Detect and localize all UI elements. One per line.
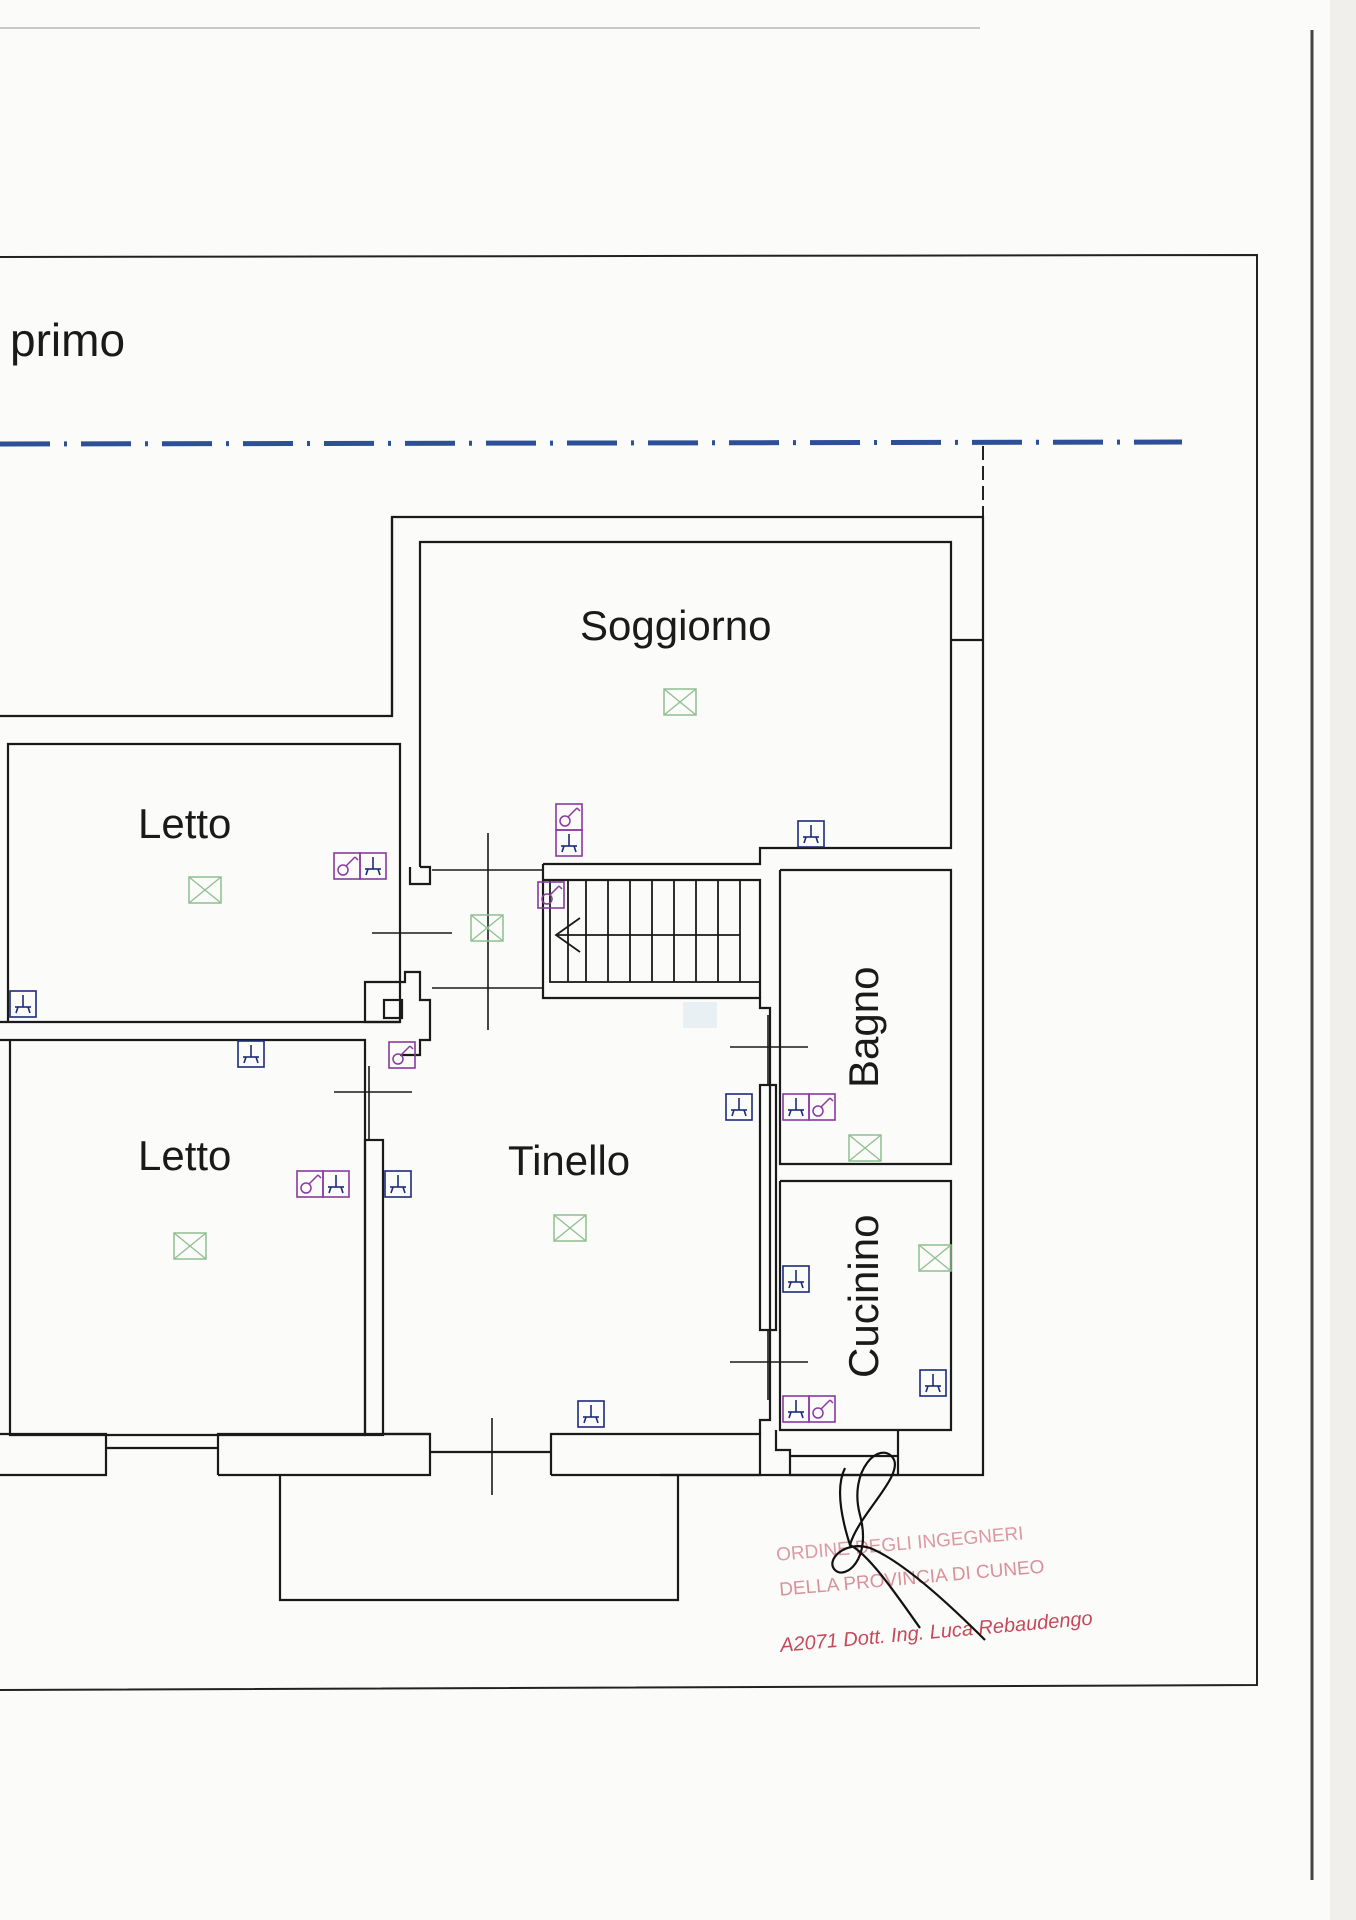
room-label-tinello: Tinello <box>508 1137 630 1184</box>
boundary-axis <box>0 439 1183 447</box>
ceiling-light-icon <box>663 688 697 716</box>
switch-icon <box>537 881 565 909</box>
ceiling-light-icon <box>553 1214 587 1242</box>
socket-icon <box>555 829 583 857</box>
socket-icon <box>322 1170 350 1198</box>
socket-icon <box>9 990 37 1018</box>
switch-icon <box>808 1093 836 1121</box>
stairs <box>549 879 761 983</box>
switch-icon <box>333 852 361 880</box>
scan-right-shadow <box>1330 0 1356 1920</box>
door-marks <box>334 833 808 1495</box>
walls <box>0 515 985 1602</box>
socket-icon <box>797 820 825 848</box>
room-label-cucinino: Cucinino <box>840 1215 887 1378</box>
drawing-frame <box>0 253 1258 1691</box>
ceiling-light-icon <box>683 1002 717 1028</box>
stairs-arrow-icon <box>554 917 581 953</box>
stamp-line-1: ORDINE DEGLI INGEGNERI <box>775 1523 1024 1566</box>
ceiling-light-icon <box>173 1232 207 1260</box>
socket-icon <box>725 1093 753 1121</box>
ceiling-light-icon <box>470 914 504 942</box>
socket-icon <box>782 1265 810 1293</box>
ceiling-light-icon <box>918 1244 952 1272</box>
switch-icon <box>296 1170 324 1198</box>
signature <box>831 1451 986 1641</box>
stamp-line-3: A2071 Dott. Ing. Luca Rebaudengo <box>778 1608 1093 1657</box>
socket-icon <box>237 1040 265 1068</box>
stamp-line-2: DELLA PROVINCIA DI CUNEO <box>778 1557 1045 1601</box>
switch-icon <box>808 1395 836 1423</box>
room-label-bagno: Bagno <box>840 967 887 1088</box>
socket-icon <box>782 1093 810 1121</box>
room-label-letto-lower: Letto <box>138 1132 231 1179</box>
ceiling-lights <box>173 688 952 1272</box>
room-label-letto-upper: Letto <box>138 800 231 847</box>
socket-icon <box>384 1170 412 1198</box>
switch-icon <box>555 803 583 831</box>
electrical-devices <box>9 803 947 1428</box>
socket-icon <box>919 1369 947 1397</box>
ceiling-light-icon <box>188 876 222 904</box>
socket-icon <box>782 1395 810 1423</box>
switch-icon <box>388 1041 416 1069</box>
ceiling-light-icon <box>848 1134 882 1162</box>
plan-title: primo <box>10 314 125 366</box>
socket-icon <box>577 1400 605 1428</box>
engineer-stamp: ORDINE DEGLI INGEGNERI DELLA PROVINCIA D… <box>775 1523 1093 1657</box>
room-label-soggiorno: Soggiorno <box>580 602 771 649</box>
socket-icon <box>359 852 387 880</box>
